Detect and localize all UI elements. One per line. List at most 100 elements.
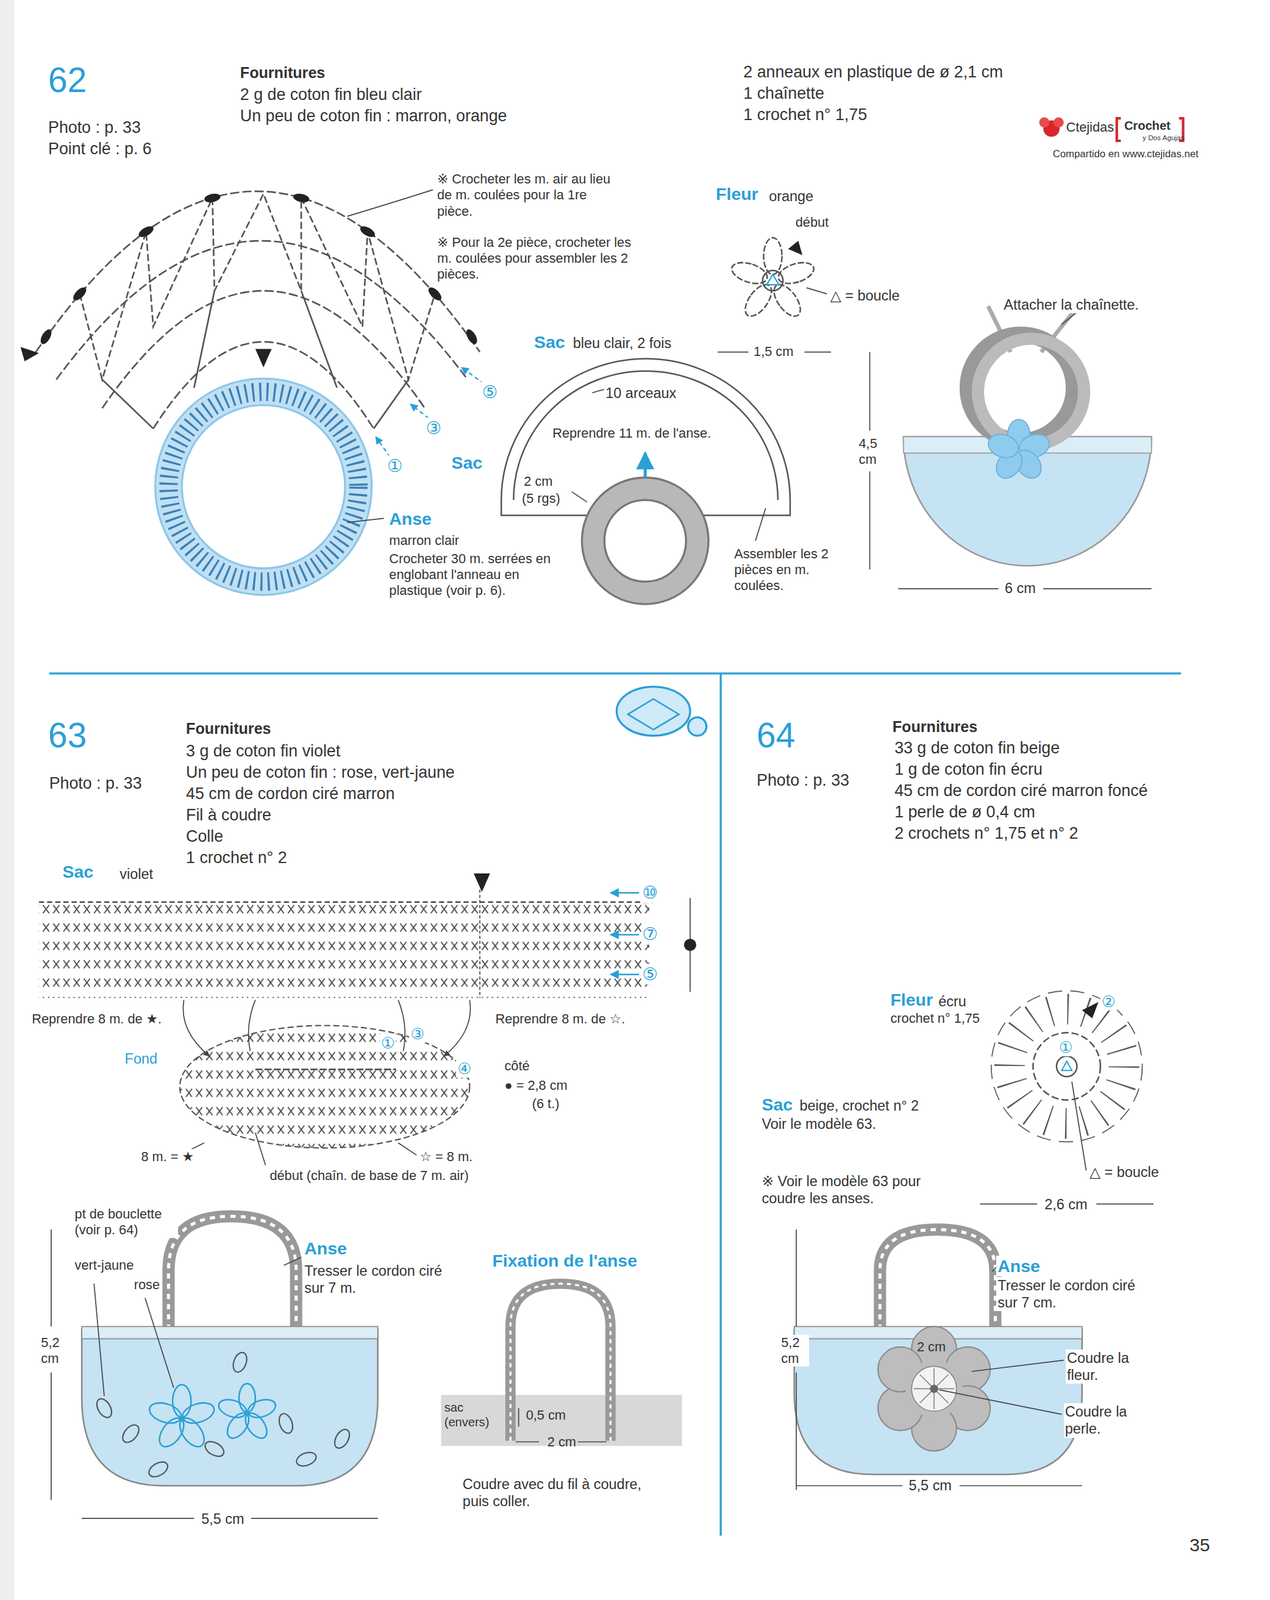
materials-line: 2 anneaux en plastique de ø 2,1 cm [742, 62, 1005, 82]
part-title: Anse [303, 1238, 349, 1260]
part-title: Anse [387, 508, 433, 530]
dimension: 4,5 cm [857, 435, 889, 468]
dimension: (6 t.) [531, 1096, 561, 1113]
section-number: 62 [46, 59, 88, 101]
chart-note: Reprendre 8 m. de ★. [30, 1011, 163, 1028]
part-title: Fond [123, 1050, 159, 1068]
dimension: 5,2 cm [39, 1335, 69, 1367]
materials-line: 33 g de coton fin beige [893, 738, 1061, 758]
chart-note: début (chaîn. de base de 7 m. air) [268, 1168, 470, 1185]
part-colour: crochet n° 1,75 [888, 1010, 982, 1027]
materials-heading: Fournitures [891, 717, 980, 736]
callout-number: ⑤ [641, 963, 660, 985]
part-colour: écru [937, 993, 968, 1011]
finished-bag [794, 1229, 1083, 1475]
callout-number: ② [1100, 992, 1117, 1011]
part-title: Sac [60, 861, 95, 883]
callout-number: ① [385, 455, 405, 477]
chart-note: Reprendre 8 m. de ☆. [493, 1011, 627, 1028]
instruction: Tresser le cordon ciré sur 7 m. [303, 1262, 459, 1297]
handle-detail [440, 1284, 682, 1447]
callout-number: ⑦ [641, 923, 660, 945]
dimension: 5,2 cm [779, 1335, 810, 1367]
callout-number: ① [1057, 1038, 1075, 1057]
chart-note: sac (envers) [443, 1400, 499, 1430]
materials-line: 45 cm de cordon ciré marron [184, 784, 396, 804]
watermark: y Dos Agujas [1141, 133, 1186, 143]
dimension: 2,6 cm [1043, 1196, 1089, 1214]
callout-number: ⑤ [481, 381, 500, 403]
flower-chart [991, 991, 1143, 1143]
materials-line: 3 g de coton fin violet [184, 741, 342, 761]
materials-line: Un peu de coton fin : marron, orange [239, 106, 509, 126]
part-title: Fleur [714, 183, 760, 205]
dimension: 1,5 cm [752, 343, 795, 360]
callout-number: ③ [409, 1024, 426, 1044]
part-colour: beige, crochet n° 2 [798, 1097, 921, 1115]
materials-line: 1 crochet n° 1,75 [742, 104, 869, 125]
chart-note: 8 m. = ★ [139, 1149, 196, 1166]
part-colour: orange [767, 187, 815, 205]
part-title: Anse [996, 1255, 1042, 1277]
materials-line: 1 crochet n° 2 [184, 848, 289, 868]
part-title: Fixation de l'anse [490, 1250, 639, 1272]
stitch-note: pt de bouclette (voir p. 64) [73, 1206, 179, 1239]
part-title: Sac [532, 331, 567, 353]
note: ※ Crocheter les m. air au lieu de m. cou… [435, 171, 618, 219]
chart-note: Reprendre 11 m. de l'anse. [551, 425, 713, 442]
part-title: Sac [760, 1094, 794, 1116]
materials-line: 1 chaînette [742, 83, 826, 104]
note: ※ Pour la 2e pièce, crocheter les m. cou… [435, 234, 633, 283]
page-number: 35 [1188, 1534, 1212, 1557]
turtle-icon [616, 687, 707, 736]
page-ref: Photo : p. 33 [755, 770, 851, 791]
chart-note: côté [503, 1058, 531, 1075]
dimension: (5 rgs) [520, 490, 562, 507]
symbol-key: △ = boucle [829, 287, 902, 305]
instruction: Voir le modèle 63. [760, 1115, 878, 1133]
dimension: ● = 2,8 cm [503, 1077, 569, 1094]
materials-heading: Fournitures [239, 63, 327, 82]
materials-line: 2 crochets n° 1,75 et n° 2 [893, 823, 1080, 844]
part-title: Sac [449, 452, 484, 474]
instruction: Assembler les 2 pièces en m. coulées. [732, 546, 838, 594]
dimension: 5,5 cm [907, 1477, 953, 1495]
dimension: 2 cm [522, 473, 554, 490]
colour-note: rose [132, 1277, 161, 1294]
page-ref: Photo : p. 33 [48, 773, 144, 794]
instruction: Coudre avec du fil à coudre, puis coller… [461, 1476, 669, 1511]
instruction: Crocheter 30 m. serrées en englobant l'a… [387, 551, 564, 599]
colour-note: vert-jaune [73, 1257, 136, 1274]
materials-line: 2 g de coton fin bleu clair [239, 84, 424, 105]
instruction: Coudre la fleur. [1065, 1349, 1140, 1385]
part-colour: violet [118, 865, 155, 883]
callout-number: ③ [424, 417, 444, 439]
page-ref: Photo : p. 33 [46, 117, 143, 138]
dimension: 0,5 cm [524, 1407, 568, 1424]
part-colour: bleu clair, 2 fois [571, 334, 674, 352]
instruction: Attacher la chaînette. [1002, 296, 1141, 314]
materials-line: Un peu de coton fin : rose, vert-jaune [184, 762, 457, 783]
chart-note: 10 arceaux [604, 384, 678, 402]
dimension: 2 cm [915, 1339, 947, 1356]
materials-line: 45 cm de cordon ciré marron foncé [893, 781, 1149, 801]
materials-line: Fil à coudre [184, 805, 273, 825]
watermark: Crochet [1123, 118, 1172, 133]
dimension: 2 cm [546, 1434, 578, 1451]
chart-note: début [794, 214, 830, 231]
flower-chart [729, 237, 817, 321]
finished-bag [903, 306, 1152, 566]
note: ※ Voir le modèle 63 pour coudre les anse… [760, 1173, 942, 1208]
callout-number: ④ [456, 1059, 473, 1078]
section-number: 64 [755, 714, 797, 757]
part-title: Fleur [888, 989, 935, 1011]
dimension: 6 cm [1003, 579, 1038, 597]
callout-number: ⑩ [641, 882, 660, 903]
section-number: 63 [46, 714, 88, 757]
watermark: Compartido en www.ctejidas.net [1051, 148, 1200, 161]
symbol-key: △ = boucle [1088, 1163, 1161, 1181]
page-ref: Point clé : p. 6 [46, 139, 154, 159]
finished-bag [81, 1216, 378, 1487]
materials-line: 1 g de coton fin écru [893, 759, 1044, 780]
